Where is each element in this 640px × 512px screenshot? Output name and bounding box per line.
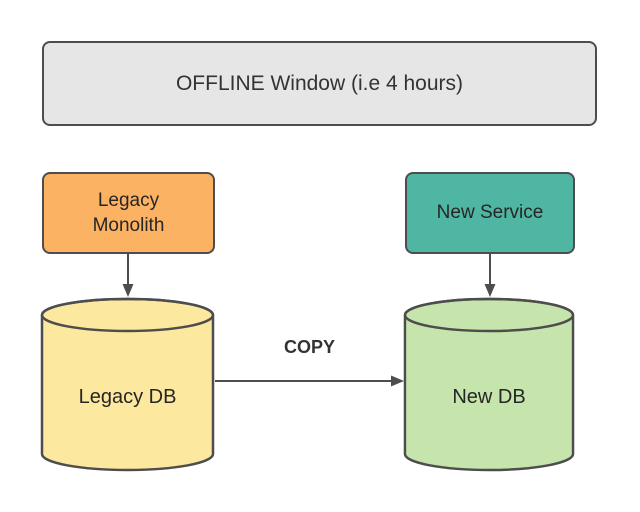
- arrow-legacy-monolith-to-legacy-db: [122, 254, 134, 297]
- new-service-node: New Service: [405, 172, 575, 254]
- legacy-monolith-node: Legacy Monolith: [42, 172, 215, 254]
- arrow-new-service-to-new-db: [484, 254, 496, 297]
- new-db-cylinder-shape: [403, 297, 575, 472]
- new-db-node: New DB: [403, 297, 575, 472]
- new-db-label: New DB: [452, 386, 526, 408]
- arrow-legacy-db-to-new-db: [215, 375, 404, 387]
- legacy-db-label: Legacy DB: [78, 386, 177, 408]
- offline-window-node: OFFLINE Window (i.e 4 hours): [42, 41, 597, 126]
- copy-edge-label: COPY: [283, 337, 335, 357]
- legacy-db-cylinder-shape: [40, 297, 215, 472]
- legacy-monolith-label: Legacy Monolith: [92, 189, 165, 236]
- offline-window-label: OFFLINE Window (i.e 4 hours): [175, 71, 464, 95]
- new-service-label: New Service: [436, 202, 544, 224]
- legacy-db-node: Legacy DB: [40, 297, 215, 472]
